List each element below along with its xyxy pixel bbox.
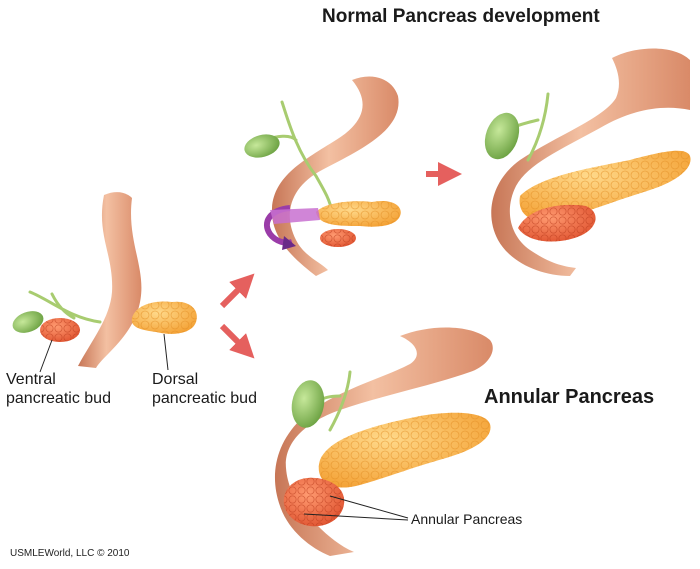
- mid-ventral-pancreas: [320, 229, 356, 247]
- normal-final-illustration: [484, 48, 691, 276]
- annular-leader-line-1: [329, 495, 409, 519]
- dorsal-label-line1: Dorsal: [152, 371, 199, 388]
- mid-gallbladder: [244, 134, 280, 158]
- rotation-arrowhead: [282, 236, 296, 250]
- dorsal-leader-line: [163, 333, 169, 371]
- annular-ring: [283, 477, 345, 527]
- early-duodenum: [78, 192, 142, 368]
- arrow-to-normal: [219, 273, 255, 309]
- rotation-stage-illustration: [244, 76, 401, 277]
- annular-pancreas-callout: Annular Pancreas: [411, 511, 523, 527]
- normal-development-title: Normal Pancreas development: [322, 6, 600, 27]
- final-pancreas-head: [518, 204, 596, 242]
- early-stage-illustration: [12, 192, 197, 373]
- dorsal-pancreatic-bud: [131, 301, 197, 334]
- final-gallbladder: [484, 112, 520, 160]
- final-pancreas-body: [519, 150, 691, 222]
- annular-gallbladder: [291, 380, 325, 428]
- mid-dorsal-pancreas: [316, 200, 401, 227]
- dorsal-bud-label: Dorsal pancreatic bud: [152, 370, 257, 408]
- final-duodenum: [491, 48, 690, 276]
- ventral-pancreatic-bud: [40, 318, 80, 342]
- copyright-text: USMLEWorld, LLC © 2010: [10, 548, 130, 559]
- ventral-label-line1: Ventral: [6, 371, 56, 388]
- arrow-to-annular: [219, 323, 255, 359]
- annular-pancreas-title: Annular Pancreas: [484, 386, 655, 408]
- rotation-arrow-band: [270, 208, 320, 224]
- mid-duodenum: [271, 76, 399, 277]
- dorsal-label-line2: pancreatic bud: [152, 390, 257, 407]
- early-gallbladder: [12, 311, 44, 333]
- annular-illustration: [274, 327, 493, 556]
- ventral-bud-label: Ventral pancreatic bud: [6, 370, 111, 408]
- annular-duodenum: [274, 327, 493, 556]
- annular-pancreas-body: [318, 412, 491, 488]
- annular-leader-line-2: [303, 513, 409, 521]
- early-bile-duct: [28, 290, 102, 324]
- ventral-leader-line: [39, 339, 53, 373]
- ventral-label-line2: pancreatic bud: [6, 390, 111, 407]
